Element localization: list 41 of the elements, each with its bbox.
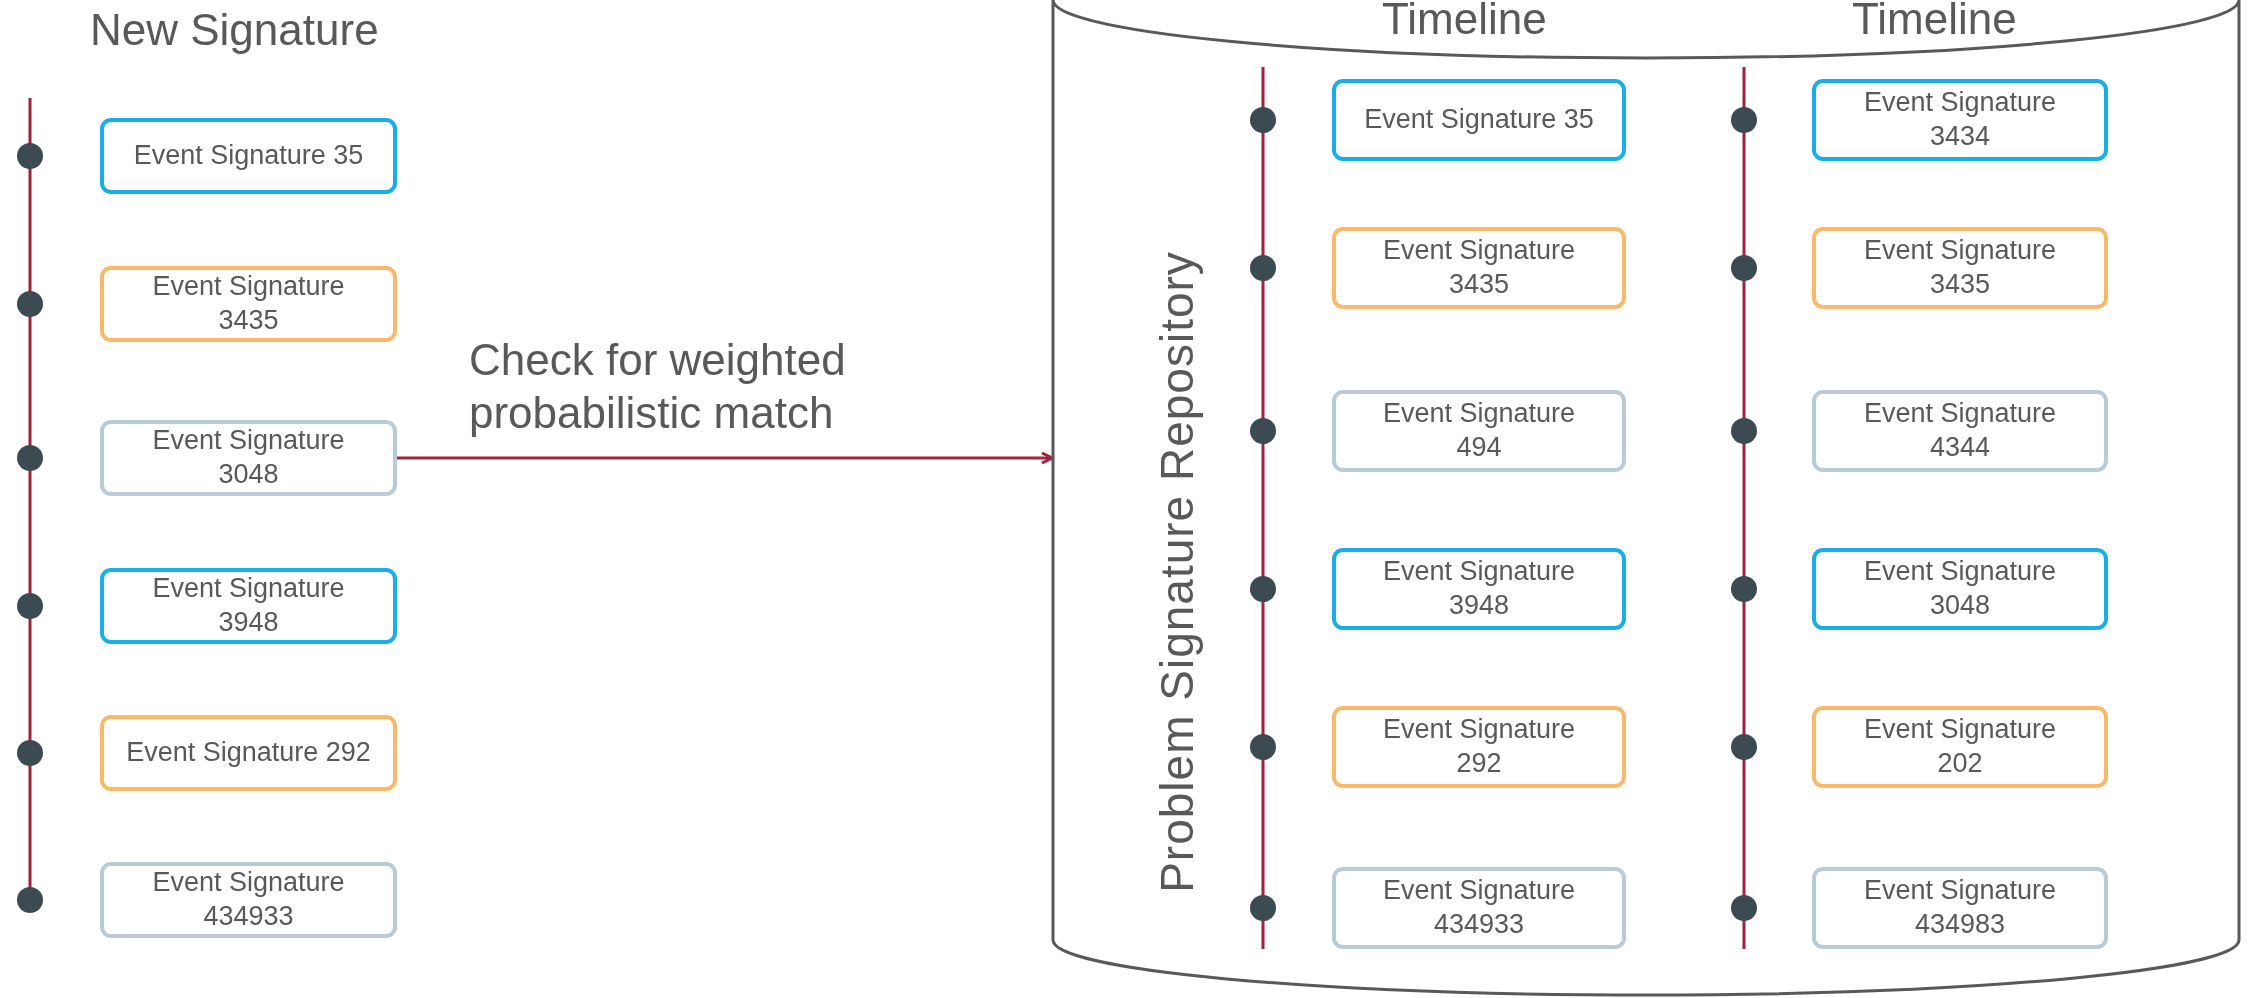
- event-box: [1332, 548, 1626, 630]
- event-box: [1812, 79, 2108, 161]
- box-text: Event Signature 3048: [151, 424, 346, 491]
- box-text: Event Signature 434933: [151, 866, 346, 933]
- event-box: [1332, 867, 1626, 949]
- event-box: [100, 420, 397, 496]
- event-box: [1812, 227, 2108, 309]
- vertical-label: Problem Signature Repository: [1150, 251, 1204, 893]
- box-text: Event Signature 3435: [151, 270, 346, 337]
- box-text: Event Signature 3434: [1862, 86, 2058, 153]
- box-text: Event Signature 434983: [1862, 874, 2058, 941]
- event-box: [1332, 79, 1626, 161]
- event-box: [1812, 867, 2108, 949]
- box-text: Event Signature 3048: [1862, 555, 2058, 622]
- box-text: Event Signature 292: [125, 736, 372, 770]
- box-text: Event Signature 292: [1381, 713, 1577, 780]
- event-box: [100, 862, 397, 938]
- box-text: Event Signature 4344: [1862, 397, 2058, 464]
- event-box: [1332, 706, 1626, 788]
- box-text: Event Signature 3948: [1381, 555, 1577, 622]
- box-text: Event Signature 434933: [1381, 874, 1577, 941]
- event-box: [1812, 706, 2108, 788]
- column-heading: New Signature: [90, 5, 379, 55]
- event-box: [1332, 227, 1626, 309]
- box-text: Event Signature 3948: [151, 572, 346, 639]
- timeline-heading: Timeline: [1852, 0, 2017, 44]
- event-box: [1812, 390, 2108, 472]
- event-box: [1812, 548, 2108, 630]
- box-text: Event Signature 3435: [1862, 234, 2058, 301]
- event-box: [100, 568, 397, 644]
- event-box: [1332, 390, 1626, 472]
- repository-cylinder: [1050, 0, 2242, 998]
- box-text: Event Signature 3435: [1381, 234, 1577, 301]
- box-text: Event Signature 35: [1363, 103, 1595, 137]
- event-box: [100, 715, 397, 791]
- box-text: Event Signature 202: [1862, 713, 2058, 780]
- event-box: [100, 266, 397, 342]
- timeline-heading: Timeline: [1382, 0, 1547, 44]
- box-text: Event Signature 494: [1381, 397, 1577, 464]
- box-text: Event Signature 35: [132, 139, 365, 173]
- event-box: [100, 118, 397, 194]
